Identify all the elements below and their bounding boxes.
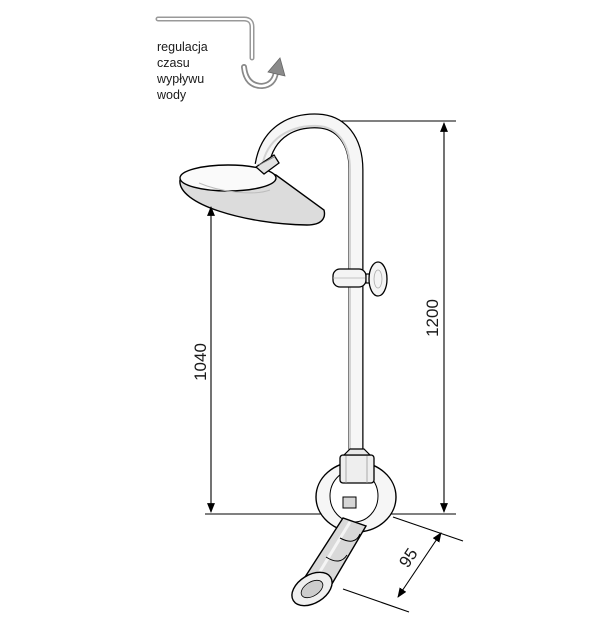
mixer-body	[291, 448, 397, 607]
dimension-total-height: 1200	[423, 299, 442, 337]
label-line-3: wypływu	[156, 72, 204, 86]
rotate-arrow-icon	[241, 57, 286, 90]
riser-pipe	[254, 113, 364, 462]
label-line-1: regulacja	[157, 40, 208, 54]
label-line-2: czasu	[157, 56, 190, 70]
timing-regulation-label: regulacja czasu wypływu wody	[156, 40, 208, 102]
hex-key-icon	[155, 16, 255, 61]
dimension-lines	[207, 122, 464, 613]
label-line-4: wody	[156, 88, 187, 102]
dimension-arm-height: 1040	[191, 343, 210, 381]
shower-head	[179, 154, 326, 226]
clamp-knob	[332, 261, 388, 297]
